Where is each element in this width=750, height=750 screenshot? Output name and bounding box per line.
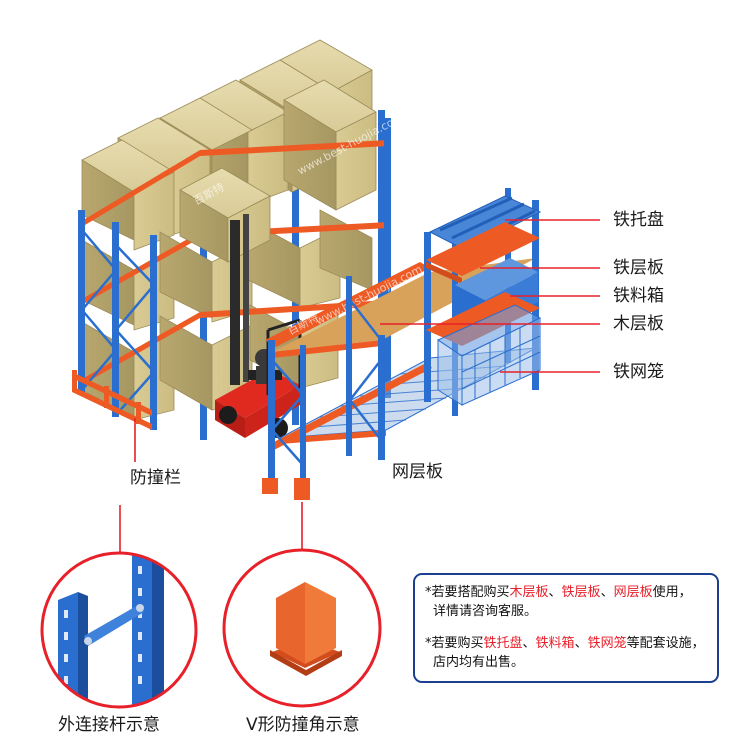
- label-guard-rail: 防撞栏: [130, 468, 181, 488]
- label-iron-pallet: 铁托盘: [613, 210, 664, 230]
- note-paragraph-1: *若要搭配购买木层板、铁层板、网层板使用，详情请咨询客服。: [425, 585, 692, 619]
- note-box: *若要搭配购买木层板、铁层板、网层板使用，详情请咨询客服。 *若要购买铁托盘、铁…: [413, 573, 719, 683]
- shelf-rack: www.best-huojia.com 百斯特: [262, 258, 537, 500]
- label-connector-inset: 外连接杆示意: [58, 715, 160, 735]
- callout-lines: [119, 219, 600, 552]
- guard-rail: [72, 370, 152, 430]
- label-wire-cage: 铁网笼: [613, 362, 664, 382]
- note-item-iron-box: 铁料箱: [535, 636, 575, 651]
- v-guard-inset: [222, 548, 382, 708]
- label-mesh-shelf: 网层板: [392, 462, 443, 482]
- note-item-iron-shelf: 铁层板: [561, 585, 601, 600]
- label-iron-box: 铁料箱: [613, 286, 664, 306]
- pallet-rack: www.best-huojia.com: [72, 39, 405, 440]
- label-iron-shelf: 铁层板: [613, 258, 664, 278]
- cargo-boxes: [81, 39, 377, 421]
- note-item-wood-shelf: 木层板: [509, 585, 549, 600]
- label-wood-shelf: 木层板: [613, 314, 664, 334]
- note-item-mesh-shelf: 网层板: [613, 585, 653, 600]
- wire-cage: [436, 304, 542, 406]
- note-paragraph-2: *若要购买铁托盘、铁料箱、铁网笼等配套设施，店内均有出售。: [425, 636, 705, 670]
- connector-inset: [40, 551, 198, 709]
- label-v-guard-inset: V形防撞角示意: [246, 715, 360, 735]
- note-item-wire-cage: 铁网笼: [587, 636, 627, 651]
- note-item-iron-pallet: 铁托盘: [483, 636, 523, 651]
